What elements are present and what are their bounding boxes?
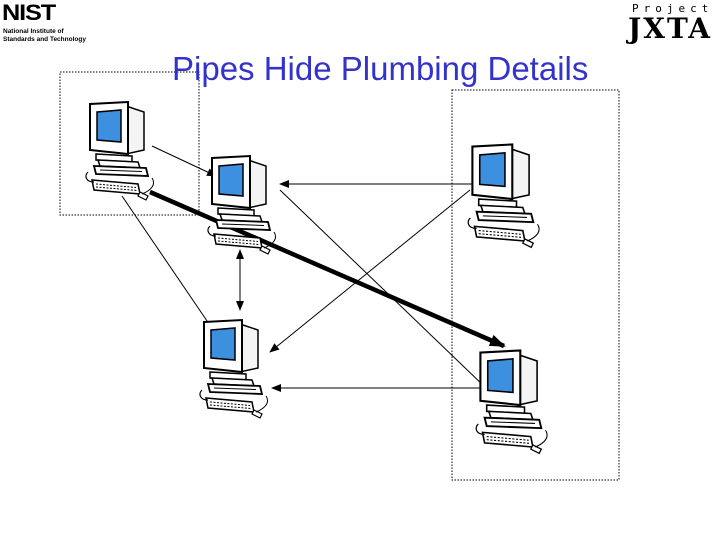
slide-title: Pipes Hide Plumbing Details — [172, 50, 589, 87]
computer-icon — [85, 101, 155, 201]
arrow-topleft-to-bottomleft — [121, 195, 221, 341]
group-box-right — [451, 89, 620, 481]
computer-icon — [199, 319, 269, 419]
pipe-arrow — [149, 189, 506, 349]
computer-icon — [207, 155, 277, 255]
nist-logo: NIST National Institute of Standards and… — [2, 2, 114, 46]
jxta-logo-project: Project — [632, 2, 714, 15]
jxta-logo: Project JXTA — [628, 2, 718, 48]
arrow-midleft-to-bottomright — [279, 189, 487, 389]
nist-logo-line2: Standards and Technology — [3, 36, 86, 43]
computer-icon — [475, 349, 549, 455]
jxta-logo-word: JXTA — [628, 12, 713, 45]
nist-logo-mark: NIST — [2, 0, 56, 25]
arrow-topleft-to-midleft — [151, 145, 217, 177]
computer-icon — [467, 143, 541, 249]
group-box-left — [59, 71, 200, 216]
nist-logo-line1: National Institute of — [3, 28, 64, 35]
arrow-topright-to-bottomleft — [269, 189, 471, 353]
